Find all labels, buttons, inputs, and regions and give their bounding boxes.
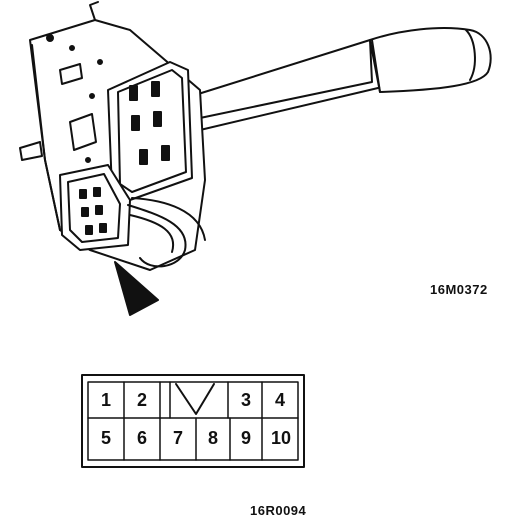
upper-connector <box>107 61 193 201</box>
pin-label-6: 6 <box>136 428 147 448</box>
figure-code-connector: 16R0094 <box>250 503 307 518</box>
pin-label-5: 5 <box>100 428 111 448</box>
figure-code-switch: 16M0372 <box>430 282 488 297</box>
pin-label-9: 9 <box>240 428 251 448</box>
pin-label-3: 3 <box>240 390 251 410</box>
pin-label-2: 2 <box>136 390 147 410</box>
pin-label-1: 1 <box>100 390 111 410</box>
pin-label-10: 10 <box>270 428 292 448</box>
wire-harness <box>127 197 206 268</box>
pin-label-7: 7 <box>172 428 183 448</box>
lower-connector <box>59 164 131 251</box>
pin-label-8: 8 <box>207 428 218 448</box>
pin-label-4: 4 <box>274 390 285 410</box>
indicator-arrow <box>114 261 159 316</box>
connector-face-outline <box>81 374 305 468</box>
lever-arm <box>194 27 492 131</box>
